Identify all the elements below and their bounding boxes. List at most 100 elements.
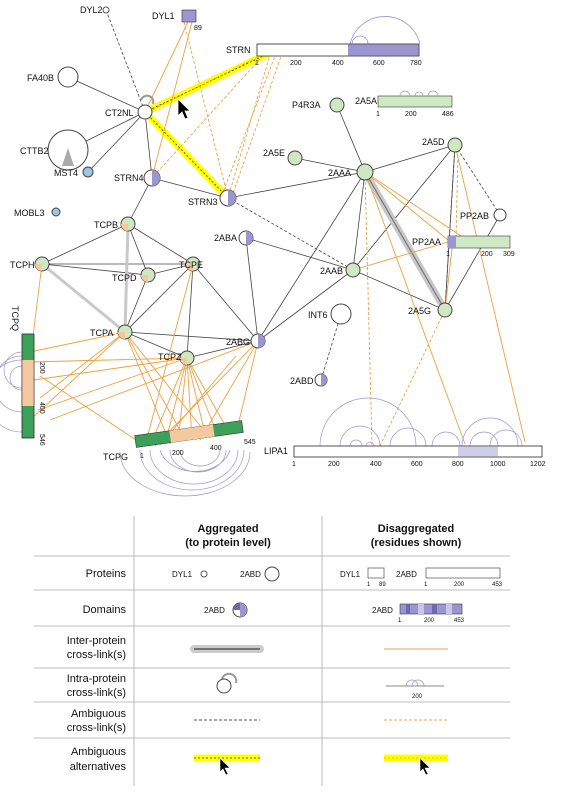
node-strn[interactable]: STRN 1 200 400 600 780 xyxy=(226,16,422,67)
legend-cursor-icon xyxy=(419,757,431,776)
node-label: MOBL3 xyxy=(14,208,45,218)
node-p4r3a[interactable]: P4R3A xyxy=(292,97,345,113)
node-label: PP2AB xyxy=(460,211,489,221)
tick-label: 1 xyxy=(292,461,296,468)
tick-label: 200 xyxy=(172,450,184,457)
tick-label: 200 xyxy=(405,111,417,118)
tick-label: 453 xyxy=(492,582,503,588)
tick-label: 200 xyxy=(290,60,302,67)
node-label: CT2NL xyxy=(105,108,134,118)
tick-label: 486 xyxy=(442,111,454,118)
tick-label: 89 xyxy=(194,25,202,32)
node-label: PP2AA xyxy=(412,237,441,247)
legend-domain-label: 2ABD xyxy=(204,606,225,615)
node-label: STRN3 xyxy=(188,197,218,207)
node-cttb2[interactable]: CTTB2 xyxy=(20,129,89,171)
tick-label: 200 xyxy=(412,694,423,700)
node-lipa1[interactable]: LIPA1 1 200 400 600 800 1000 1202 xyxy=(264,397,546,468)
node-2abd[interactable]: 2ABD xyxy=(290,373,328,387)
node-2a5a[interactable]: 2A5A 1 200 486 xyxy=(355,90,454,118)
row-label-domains: Domains xyxy=(83,604,127,616)
node-tcpa[interactable]: TCPA xyxy=(90,324,133,340)
network-diagram: DYL1 89 STRN 1 200 400 600 780 2A5A 1 20… xyxy=(0,5,546,497)
node-tcpe[interactable]: TCPE xyxy=(179,256,203,272)
ambiguous-links xyxy=(105,9,501,381)
node-2aaa[interactable]: 2AAA xyxy=(328,163,374,181)
tick-label: 600 xyxy=(411,461,423,468)
node-mobl3[interactable]: MOBL3 xyxy=(14,207,61,218)
legend-2abd-circle xyxy=(264,566,280,582)
tick-label: 1 xyxy=(367,582,371,588)
node-label: 2A5E xyxy=(263,148,285,158)
node-label: TCPQ xyxy=(10,306,20,331)
node-label: TCPZ xyxy=(158,352,182,362)
node-strn3[interactable]: STRN3 xyxy=(188,189,237,207)
node-label: 2A5G xyxy=(408,306,431,316)
tick-label: 453 xyxy=(454,618,465,624)
tick-label: 400 xyxy=(210,445,222,452)
node-2aab[interactable]: 2AAB xyxy=(320,262,361,278)
node-pp2ab[interactable]: PP2AB xyxy=(460,208,507,222)
node-tcpg[interactable]: TCPG 1 200 400 545 xyxy=(103,420,256,497)
node-tcpd[interactable]: TCPD xyxy=(112,267,156,283)
row-label-intra-sub: cross-link(s) xyxy=(67,687,126,699)
legend-domain-bar xyxy=(399,603,463,615)
node-2a5d[interactable]: 2A5D xyxy=(422,137,463,153)
tick-label: 1 xyxy=(424,582,428,588)
node-int6[interactable]: INT6 xyxy=(308,303,352,325)
inter-protein-links xyxy=(29,21,526,447)
node-tcph[interactable]: TCPH xyxy=(10,256,50,272)
node-label: TCPG xyxy=(103,452,128,462)
row-label-proteins: Proteins xyxy=(86,568,127,580)
legend-table: Aggregated (to protein level) Disaggrega… xyxy=(34,516,510,786)
tick-label: 200 xyxy=(454,582,465,588)
node-tcpb[interactable]: TCPB xyxy=(94,216,136,232)
legend-dyl1-bar-label: DYL1 xyxy=(340,570,361,579)
legend-cursor-icon xyxy=(219,757,231,776)
column-header-disaggregated: Disaggregated xyxy=(378,523,454,535)
node-label: FA40B xyxy=(27,73,54,83)
node-dyl2[interactable]: DYL2 xyxy=(80,5,110,15)
node-pp2aa[interactable]: PP2AA 1 200 309 xyxy=(412,235,515,258)
legend-intra-aggregated xyxy=(216,672,238,694)
legend-2abd-bar xyxy=(425,567,501,579)
legend-2abd-bar-label: 2ABD xyxy=(396,570,417,579)
tick-label: 1 xyxy=(376,111,380,118)
node-2a5e[interactable]: 2A5E xyxy=(263,148,303,166)
node-label: LIPA1 xyxy=(264,446,288,456)
node-label: TCPH xyxy=(10,260,35,270)
node-2a5g[interactable]: 2A5G xyxy=(408,302,453,318)
node-strn4[interactable]: STRN4 xyxy=(114,169,161,187)
tick-label: 200 xyxy=(481,251,493,258)
node-fa40b[interactable]: FA40B xyxy=(27,66,79,88)
tick-label: 309 xyxy=(503,251,515,258)
node-mst4[interactable]: MST4 xyxy=(54,166,94,178)
legend-dyl1-label: DYL1 xyxy=(172,570,193,579)
node-tcpq[interactable]: TCPQ 200 400 546 xyxy=(0,306,45,446)
node-tcpz[interactable]: TCPZ xyxy=(158,350,195,366)
halo-links xyxy=(41,170,449,334)
node-label: 2A5A xyxy=(355,96,377,106)
column-header-aggregated: Aggregated xyxy=(197,523,258,535)
tick-label: 1 xyxy=(446,251,450,258)
aggregated-links xyxy=(41,76,501,359)
node-2abg[interactable]: 2ABG xyxy=(226,333,266,349)
tick-label: 400 xyxy=(332,60,344,67)
mouse-cursor-icon xyxy=(177,98,191,120)
tick-label: 1202 xyxy=(530,461,546,468)
node-label: TCPD xyxy=(112,273,137,283)
tick-label: 1000 xyxy=(490,461,506,468)
node-dyl1[interactable]: DYL1 89 xyxy=(152,9,202,32)
node-2aba[interactable]: 2ABA xyxy=(214,230,254,246)
legend-2abd-label: 2ABD xyxy=(240,570,261,579)
legend-dyl1-bar xyxy=(367,567,385,579)
tick-label: 546 xyxy=(38,434,45,446)
node-label: 2ABD xyxy=(290,376,314,386)
node-label: DYL1 xyxy=(152,11,175,21)
tick-label: 1 xyxy=(398,618,402,624)
node-label: STRN xyxy=(226,45,251,55)
legend-domain-bar-label: 2ABD xyxy=(372,606,393,615)
node-ct2nl[interactable]: CT2NL xyxy=(105,94,155,120)
row-label-ambiguous: Ambiguous xyxy=(71,708,127,720)
node-label: 2ABA xyxy=(214,233,237,243)
